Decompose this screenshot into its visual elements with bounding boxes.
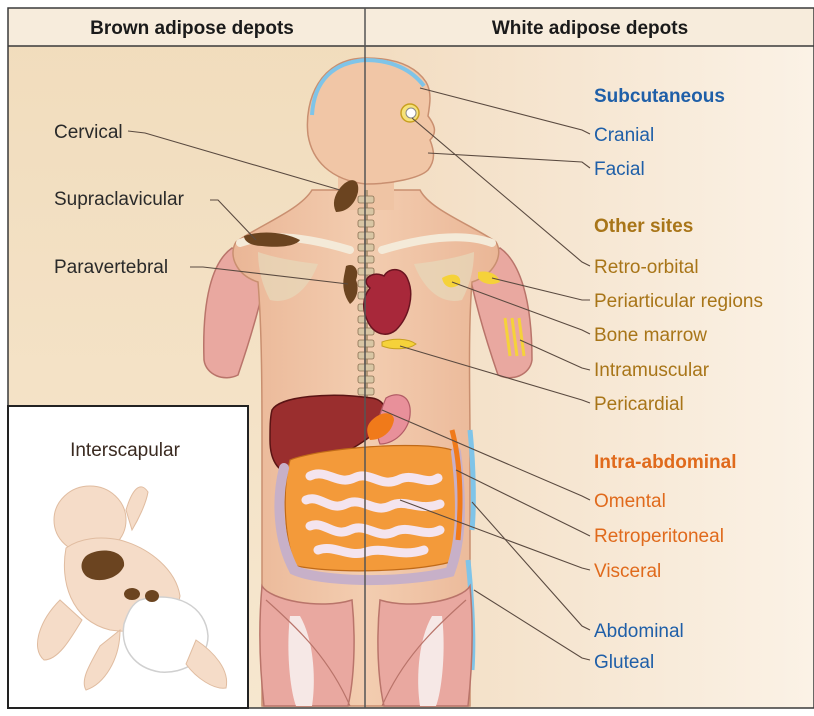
label-facial: Facial (594, 159, 645, 180)
label-bone-marrow: Bone marrow (594, 325, 707, 346)
vertebra (358, 256, 374, 263)
vertebra (358, 232, 374, 239)
vertebra (358, 220, 374, 227)
vertebra (358, 208, 374, 215)
vertebra (358, 196, 374, 203)
vertebra (358, 364, 374, 371)
label-cranial: Cranial (594, 125, 654, 146)
label-abdominal: Abdominal (594, 621, 684, 642)
label-retroperitoneal: Retroperitoneal (594, 526, 724, 547)
section-other-sites: Other sites (594, 216, 693, 237)
label-pericardial: Pericardial (594, 394, 684, 415)
label-cervical: Cervical (54, 122, 123, 143)
vertebra (358, 376, 374, 383)
vertebra (358, 328, 374, 335)
interscapular-inset: Interscapular (8, 406, 248, 708)
vertebra (358, 388, 374, 395)
section-subcutaneous: Subcutaneous (594, 86, 725, 107)
label-interscapular: Interscapular (70, 440, 181, 461)
label-supraclavicular: Supraclavicular (54, 189, 185, 210)
vertebra (358, 268, 374, 275)
vertebra (358, 340, 374, 347)
label-periarticular: Periarticular regions (594, 291, 763, 312)
vertebra (358, 244, 374, 251)
label-paravertebral: Paravertebral (54, 257, 168, 278)
header-brown-adipose: Brown adipose depots (90, 18, 294, 39)
section-intra-abdominal: Intra-abdominal (594, 452, 737, 473)
label-omental: Omental (594, 491, 666, 512)
label-visceral: Visceral (594, 561, 661, 582)
vertebra (358, 352, 374, 359)
label-intramuscular: Intramuscular (594, 360, 710, 381)
label-retro-orbital: Retro-orbital (594, 257, 699, 278)
label-gluteal: Gluteal (594, 652, 654, 673)
header-white-adipose: White adipose depots (492, 18, 688, 39)
